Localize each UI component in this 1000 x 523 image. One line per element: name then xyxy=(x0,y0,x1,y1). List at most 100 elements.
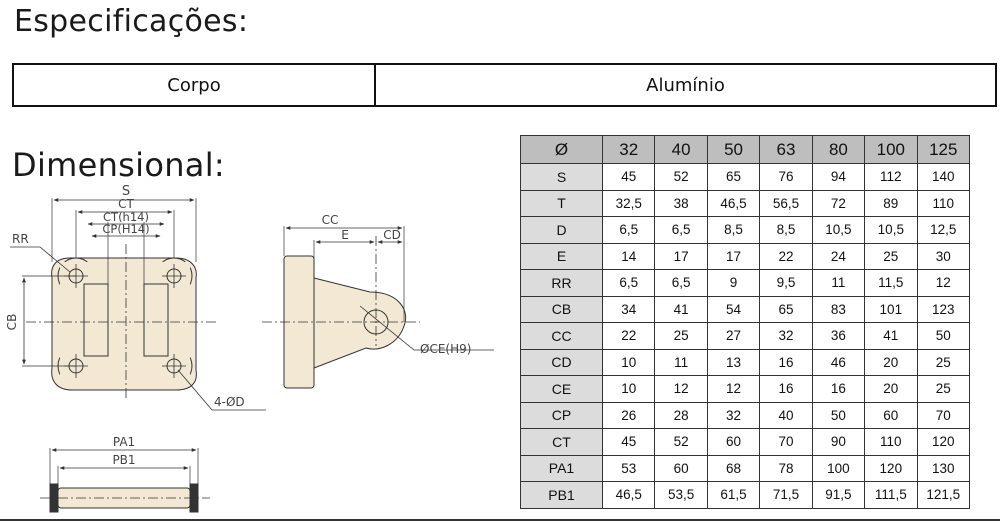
table-cell: 32 xyxy=(759,322,813,350)
dimension-table-header: Ø 32 40 50 63 80 100 125 xyxy=(520,135,971,164)
table-cell: 70 xyxy=(759,428,813,456)
table-cell: 34 xyxy=(601,295,656,323)
table-cell: 12 xyxy=(916,269,971,297)
table-cell: 89 xyxy=(864,189,918,217)
table-cell: 56,5 xyxy=(759,189,813,217)
row-header-cell: CE xyxy=(520,375,603,403)
table-cell: 60 xyxy=(864,401,918,429)
table-cell: 140 xyxy=(916,163,971,191)
table-cell: 90 xyxy=(811,428,866,456)
dimensional-heading: Dimensional: xyxy=(12,146,225,184)
table-cell: 38 xyxy=(654,189,708,217)
table-cell: 25 xyxy=(916,375,971,403)
table-cell: 120 xyxy=(864,454,918,482)
table-cell: 13 xyxy=(706,348,761,376)
table-cell: 9 xyxy=(706,269,761,297)
table-cell: 12 xyxy=(654,375,708,403)
table-cell: 72 xyxy=(811,189,866,217)
front-view: S CT CT(h14) CP(H14) RR CB 4-ØD xyxy=(5,184,266,411)
dim-label-hole-diameter: 4-ØD xyxy=(214,395,245,409)
table-cell: 30 xyxy=(916,242,971,270)
table-cell: 11,5 xyxy=(864,269,918,297)
dim-label-ct-h14: CT(h14) xyxy=(103,210,149,224)
table-cell: 41 xyxy=(864,322,918,350)
table-cell: 25 xyxy=(864,242,918,270)
bottom-divider xyxy=(0,519,1000,521)
table-cell: 112 xyxy=(864,163,918,191)
table-cell: 10,5 xyxy=(811,216,866,244)
table-cell: 110 xyxy=(864,428,918,456)
pin-view: PA1 PB1 xyxy=(40,435,210,513)
table-cell: 78 xyxy=(759,454,813,482)
table-cell: 46,5 xyxy=(706,189,761,217)
table-cell: 60 xyxy=(706,428,761,456)
table-cell: 24 xyxy=(811,242,866,270)
table-cell: 100 xyxy=(811,454,866,482)
table-cell: 6,5 xyxy=(654,269,708,297)
table-cell: 46 xyxy=(811,348,866,376)
dim-label-s: S xyxy=(122,184,130,199)
slot-left xyxy=(83,283,109,357)
spec-label-body: Corpo xyxy=(14,65,376,105)
row-header-cell: T xyxy=(520,189,603,217)
side-centerlines xyxy=(262,236,420,346)
table-cell: 110 xyxy=(916,189,971,217)
row-header-cell: D xyxy=(520,216,603,244)
row-header-cell: E xyxy=(520,242,603,270)
dim-label-e: E xyxy=(341,228,349,242)
header-cell: Ø xyxy=(520,135,603,164)
side-lug xyxy=(313,277,407,369)
table-cell: 16 xyxy=(811,375,866,403)
row-header-cell: CT xyxy=(520,428,603,456)
front-centerlines xyxy=(26,244,218,400)
table-cell: 16 xyxy=(759,348,813,376)
header-cell: 63 xyxy=(759,135,813,164)
table-cell: 40 xyxy=(759,401,813,429)
table-cell: 46,5 xyxy=(601,481,656,509)
header-cell: 32 xyxy=(601,135,656,164)
table-cell: 20 xyxy=(864,375,918,403)
table-cell: 130 xyxy=(916,454,971,482)
table-cell: 91,5 xyxy=(811,481,866,509)
dim-label-pb1: PB1 xyxy=(112,453,135,467)
row-header-cell: PA1 xyxy=(520,454,603,482)
table-cell: 25 xyxy=(916,348,971,376)
table-cell: 52 xyxy=(654,163,708,191)
table-cell: 10,5 xyxy=(864,216,918,244)
side-view: CC E CD ØCE(H9) xyxy=(262,213,494,389)
table-cell: 94 xyxy=(811,163,866,191)
table-cell: 6,5 xyxy=(601,216,656,244)
table-cell: 28 xyxy=(654,401,708,429)
table-cell: 26 xyxy=(601,401,656,429)
table-cell: 76 xyxy=(759,163,813,191)
table-cell: 45 xyxy=(601,163,656,191)
table-cell: 10 xyxy=(601,348,656,376)
table-cell: 65 xyxy=(706,163,761,191)
table-cell: 50 xyxy=(916,322,971,350)
table-cell: 22 xyxy=(601,322,656,350)
table-cell: 27 xyxy=(706,322,761,350)
table-cell: 68 xyxy=(706,454,761,482)
table-cell: 11 xyxy=(811,269,866,297)
header-cell: 50 xyxy=(706,135,761,164)
table-cell: 53 xyxy=(601,454,656,482)
table-cell: 111,5 xyxy=(864,481,918,509)
table-cell: 32,5 xyxy=(601,189,656,217)
row-header-cell: CB xyxy=(520,295,603,323)
table-cell: 17 xyxy=(654,242,708,270)
row-header-cell: S xyxy=(520,163,603,191)
table-cell: 50 xyxy=(811,401,866,429)
table-cell: 120 xyxy=(916,428,971,456)
table-cell: 54 xyxy=(706,295,761,323)
dim-label-rr: RR xyxy=(12,232,29,246)
